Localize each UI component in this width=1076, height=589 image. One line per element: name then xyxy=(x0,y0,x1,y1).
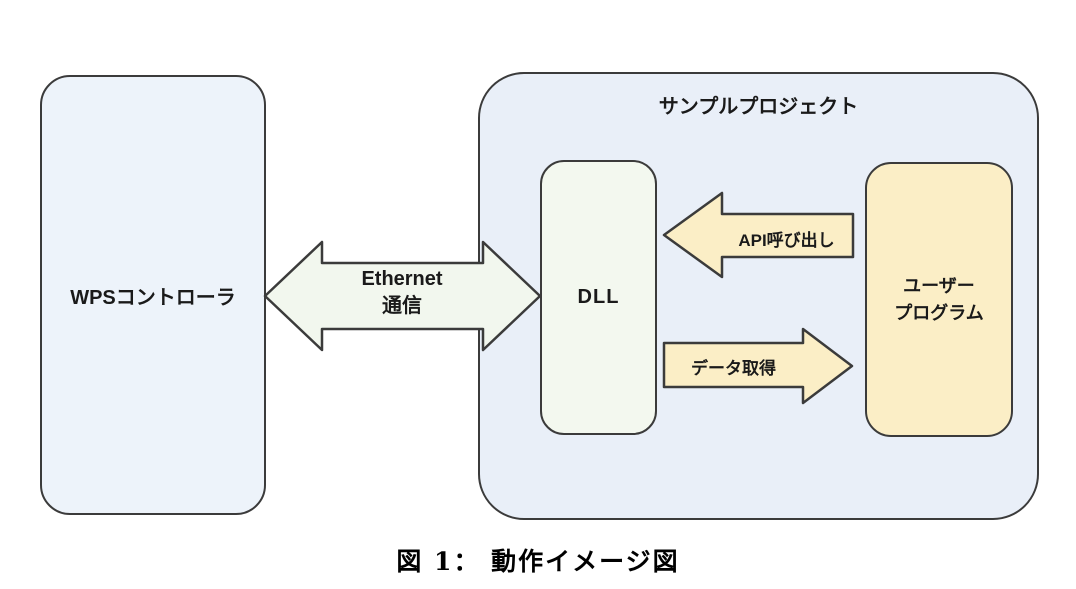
user-program-label-line2: プログラム xyxy=(894,302,984,323)
sample-project-title: サンプルプロジェクト xyxy=(658,96,859,118)
api-call-arrow-label: API呼び出し xyxy=(738,231,835,250)
dll-label: DLL xyxy=(577,286,620,308)
user-program-label-line1: ユーザー xyxy=(903,275,975,296)
ethernet-arrow-label-line1: Ethernet xyxy=(361,268,443,290)
data-fetch-arrow-label: データ取得 xyxy=(691,359,776,378)
dll-box: DLL xyxy=(540,160,657,435)
wps-controller-label: WPSコントローラ xyxy=(70,286,236,309)
figure-caption: 図 1： 動作イメージ図 xyxy=(396,547,680,576)
ethernet-arrow-label: Ethernet 通信 xyxy=(312,266,492,320)
data-fetch-right-arrow xyxy=(662,327,854,405)
wps-controller-box: WPSコントローラ xyxy=(40,75,266,515)
api-call-left-arrow xyxy=(662,191,855,279)
ethernet-arrow-label-line2: 通信 xyxy=(382,295,422,317)
user-program-box: ユーザー プログラム xyxy=(865,162,1013,437)
